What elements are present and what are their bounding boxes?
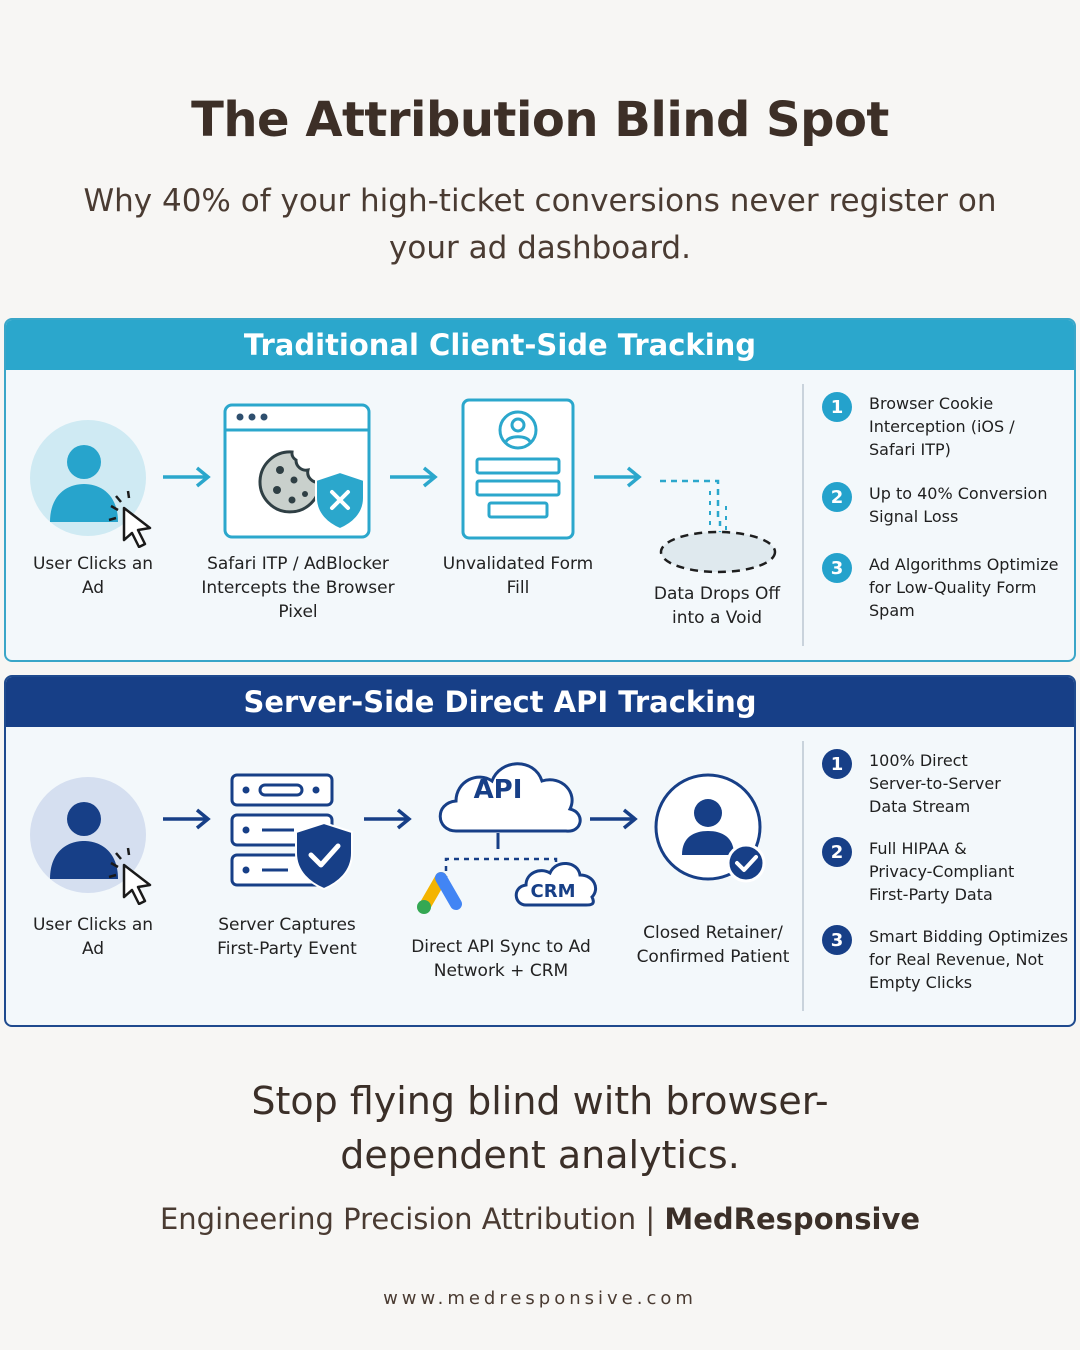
- user-click-icon: [30, 777, 152, 905]
- point-text: Up to 40% Conversion Signal Loss: [869, 484, 1048, 526]
- page-title: The Attribution Blind Spot: [191, 92, 889, 148]
- step-label-api-sync: Direct API Sync to Ad Network + CRM: [411, 937, 591, 981]
- server-panel-body: User Clicks an Ad Server Captures First-…: [6, 727, 1074, 1025]
- crm-label: CRM: [530, 881, 576, 902]
- step-label-server-captures: Server Captures First-Party Event: [217, 915, 357, 959]
- point-text: 100% Direct Server-to-Server Data Stream: [869, 751, 1001, 816]
- point-text: Full HIPAA & Privacy-Compliant First-Par…: [869, 839, 1015, 904]
- api-sync-icon: [417, 762, 597, 914]
- arrow-right-icon: [163, 808, 211, 830]
- footer-credit-text: Engineering Precision Attribution |: [159, 1202, 665, 1236]
- point-1: 1 100% Direct Server-to-Server Data Stre…: [822, 749, 1019, 818]
- point-number: 2: [822, 837, 852, 867]
- traditional-panel-header: Traditional Client-Side Tracking: [6, 320, 1074, 370]
- point-1: 1 Browser Cookie Interception (iOS / Saf…: [822, 392, 1019, 461]
- step-label-user-clicks: User Clicks an Ad: [32, 554, 154, 598]
- point-text: Smart Bidding Optimizes for Real Revenue…: [869, 927, 1069, 992]
- point-text: Browser Cookie Interception (iOS / Safar…: [869, 394, 1015, 459]
- arrow-right-icon: [163, 466, 211, 488]
- panel-divider: [802, 741, 804, 1011]
- step-label-void: Data Drops Off into a Void: [653, 584, 781, 628]
- traditional-tracking-panel: Traditional Client-Side Tracking User Cl…: [4, 318, 1076, 662]
- traditional-panel-body: User Clicks an Ad Safari ITP / AdBlocker…: [6, 370, 1074, 660]
- step-label-form-fill: Unvalidated Form Fill: [442, 554, 594, 598]
- confirmed-patient-icon: [654, 773, 766, 883]
- point-3: 3 Smart Bidding Optimizes for Real Reven…: [822, 925, 1074, 994]
- brand-name: MedResponsive: [664, 1202, 921, 1236]
- website-url[interactable]: www.medresponsive.com: [383, 1288, 697, 1309]
- data-void-icon: [659, 479, 777, 574]
- point-number: 1: [822, 749, 852, 779]
- point-number: 1: [822, 392, 852, 422]
- arrow-right-icon: [390, 466, 438, 488]
- arrow-right-icon: [364, 808, 412, 830]
- server-tracking-panel: Server-Side Direct API Tracking User Cli…: [4, 675, 1076, 1027]
- api-label: API: [473, 775, 523, 805]
- point-text: Ad Algorithms Optimize for Low-Quality F…: [869, 555, 1059, 620]
- point-2: 2 Up to 40% Conversion Signal Loss: [822, 482, 1069, 528]
- step-label-adblocker: Safari ITP / AdBlocker Intercepts the Br…: [201, 554, 395, 622]
- point-number: 2: [822, 482, 852, 512]
- step-label-user-clicks: User Clicks an Ad: [32, 915, 154, 959]
- point-number: 3: [822, 553, 852, 583]
- server-panel-header: Server-Side Direct API Tracking: [6, 677, 1074, 727]
- point-3: 3 Ad Algorithms Optimize for Low-Quality…: [822, 553, 1074, 622]
- arrow-right-icon: [590, 808, 638, 830]
- point-number: 3: [822, 925, 852, 955]
- blocked-cookie-browser-icon: [223, 403, 371, 539]
- page-subtitle: Why 40% of your high-ticket conversions …: [83, 183, 997, 266]
- point-2: 2 Full HIPAA & Privacy-Compliant First-P…: [822, 837, 1034, 906]
- panel-divider: [802, 384, 804, 646]
- user-click-icon: [30, 420, 152, 548]
- google-ads-logo: [417, 872, 462, 914]
- secure-server-icon: [230, 773, 353, 891]
- form-icon: [461, 398, 575, 540]
- step-label-confirmed-patient: Closed Retainer/ Confirmed Patient: [636, 923, 790, 967]
- arrow-right-icon: [594, 466, 642, 488]
- footer-credit: Engineering Precision Attribution | MedR…: [0, 1202, 1080, 1236]
- footer-tagline: Stop flying blind with browser-dependent…: [251, 1079, 829, 1177]
